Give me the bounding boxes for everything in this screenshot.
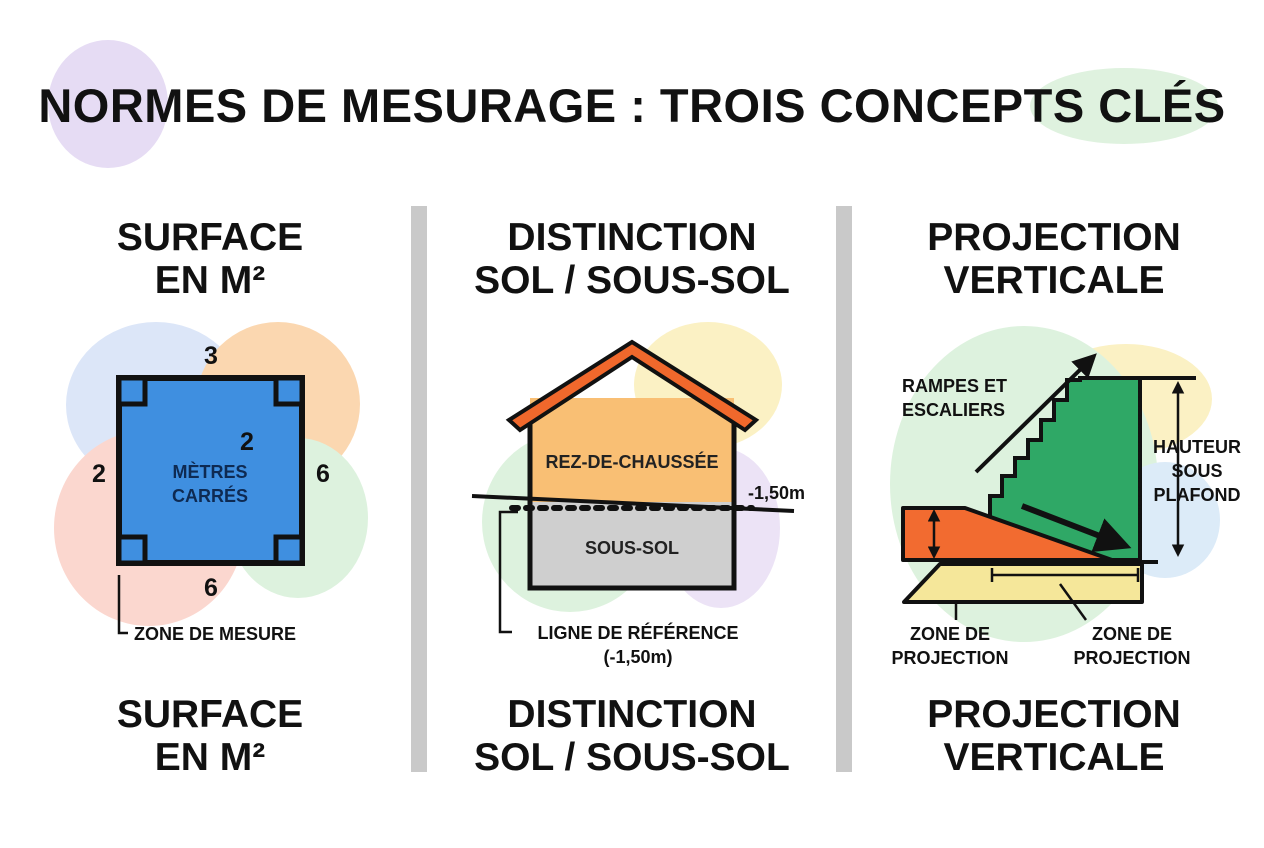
dim-top-label: 3 <box>204 342 218 370</box>
projection-left-label-2: PROJECTION <box>891 648 1009 668</box>
ramps-label-1: RAMPES ET <box>902 376 1008 396</box>
projection-right-label-1: ZONE DE <box>1091 624 1172 644</box>
col3-footer-line1: PROJECTION <box>927 693 1181 736</box>
col3-footer: PROJECTION VERTICALE <box>854 693 1254 779</box>
corner-tl <box>116 375 148 407</box>
col1-footer: SURFACE EN M² <box>10 693 410 779</box>
measured-square <box>116 375 305 566</box>
stairs-up-arrow <box>974 353 1097 474</box>
ramp-down-arrow <box>1020 503 1132 553</box>
col2-heading-line1: DISTINCTION <box>507 216 757 259</box>
col2-footer: DISTINCTION SOL / SOUS-SOL <box>432 693 832 779</box>
projection-right-leader <box>1058 583 1088 621</box>
col2-footer-line1: DISTINCTION <box>507 693 757 736</box>
col3-heading-line2: VERTICALE <box>943 259 1165 302</box>
ground-floor-area <box>530 398 734 502</box>
reference-line-label-1: LIGNE DE RÉFÉRENCE <box>537 623 739 643</box>
ground-floor-label: REZ-DE-CHAUSSÉE <box>545 452 719 472</box>
ceiling-height-label-3: PLAFOND <box>1153 485 1241 505</box>
col1-heading-line1: SURFACE <box>116 216 304 259</box>
corner-tr <box>273 375 305 407</box>
dim-right-label: 6 <box>316 460 330 488</box>
title-blob-purple <box>48 40 168 168</box>
house-diagram <box>471 339 795 634</box>
col3-heading-line1: PROJECTION <box>927 216 1181 259</box>
square-center-line1: MÈTRES <box>172 462 248 482</box>
col1-footer-line2: EN M² <box>154 736 266 779</box>
ceiling-height-label-1: HAUTEUR <box>1153 437 1241 457</box>
projection-diagram <box>901 353 1196 621</box>
col2-footer-line2: SOL / SOUS-SOL <box>474 736 790 779</box>
col1-heading: SURFACE EN M² <box>10 216 410 302</box>
divider-left <box>411 206 427 772</box>
square-diagram <box>116 375 305 635</box>
basement-area <box>530 502 734 588</box>
col2-heading: DISTINCTION SOL / SOUS-SOL <box>432 216 832 302</box>
title-blob-green <box>1030 68 1218 144</box>
roof <box>505 339 760 433</box>
projection-zone <box>902 562 1144 604</box>
ceiling-height-label-2: SOUS <box>1171 461 1223 481</box>
ramps-label-2: ESCALIERS <box>902 400 1006 420</box>
reference-leader-line <box>498 510 518 634</box>
projection-right-label-2: PROJECTION <box>1073 648 1191 668</box>
col1-footer-line1: SURFACE <box>116 693 304 736</box>
col3-heading: PROJECTION VERTICALE <box>854 216 1254 302</box>
corner-bl <box>116 534 148 566</box>
level-mark-label: -1,50m <box>748 483 806 503</box>
zone-leader-line <box>117 575 128 635</box>
corner-br <box>273 534 305 566</box>
reference-line-label-2: (-1,50m) <box>603 647 673 667</box>
col1-heading-line2: EN M² <box>154 259 266 302</box>
page-title: NORMES DE MESURAGE : TROIS CONCEPTS CLÉS <box>38 79 1226 132</box>
dim-left-label: 2 <box>92 460 106 488</box>
dim-inner-label: 2 <box>240 428 254 456</box>
zone-mesure-label: ZONE DE MESURE <box>134 624 297 644</box>
col2-heading-line2: SOL / SOUS-SOL <box>474 259 790 302</box>
square-center-line2: CARRÉS <box>171 486 248 506</box>
projection-left-label-1: ZONE DE <box>909 624 990 644</box>
divider-right <box>836 206 852 772</box>
dim-bottom-label: 6 <box>204 574 218 602</box>
basement-label: SOUS-SOL <box>584 538 679 558</box>
col3-footer-line2: VERTICALE <box>943 736 1165 779</box>
